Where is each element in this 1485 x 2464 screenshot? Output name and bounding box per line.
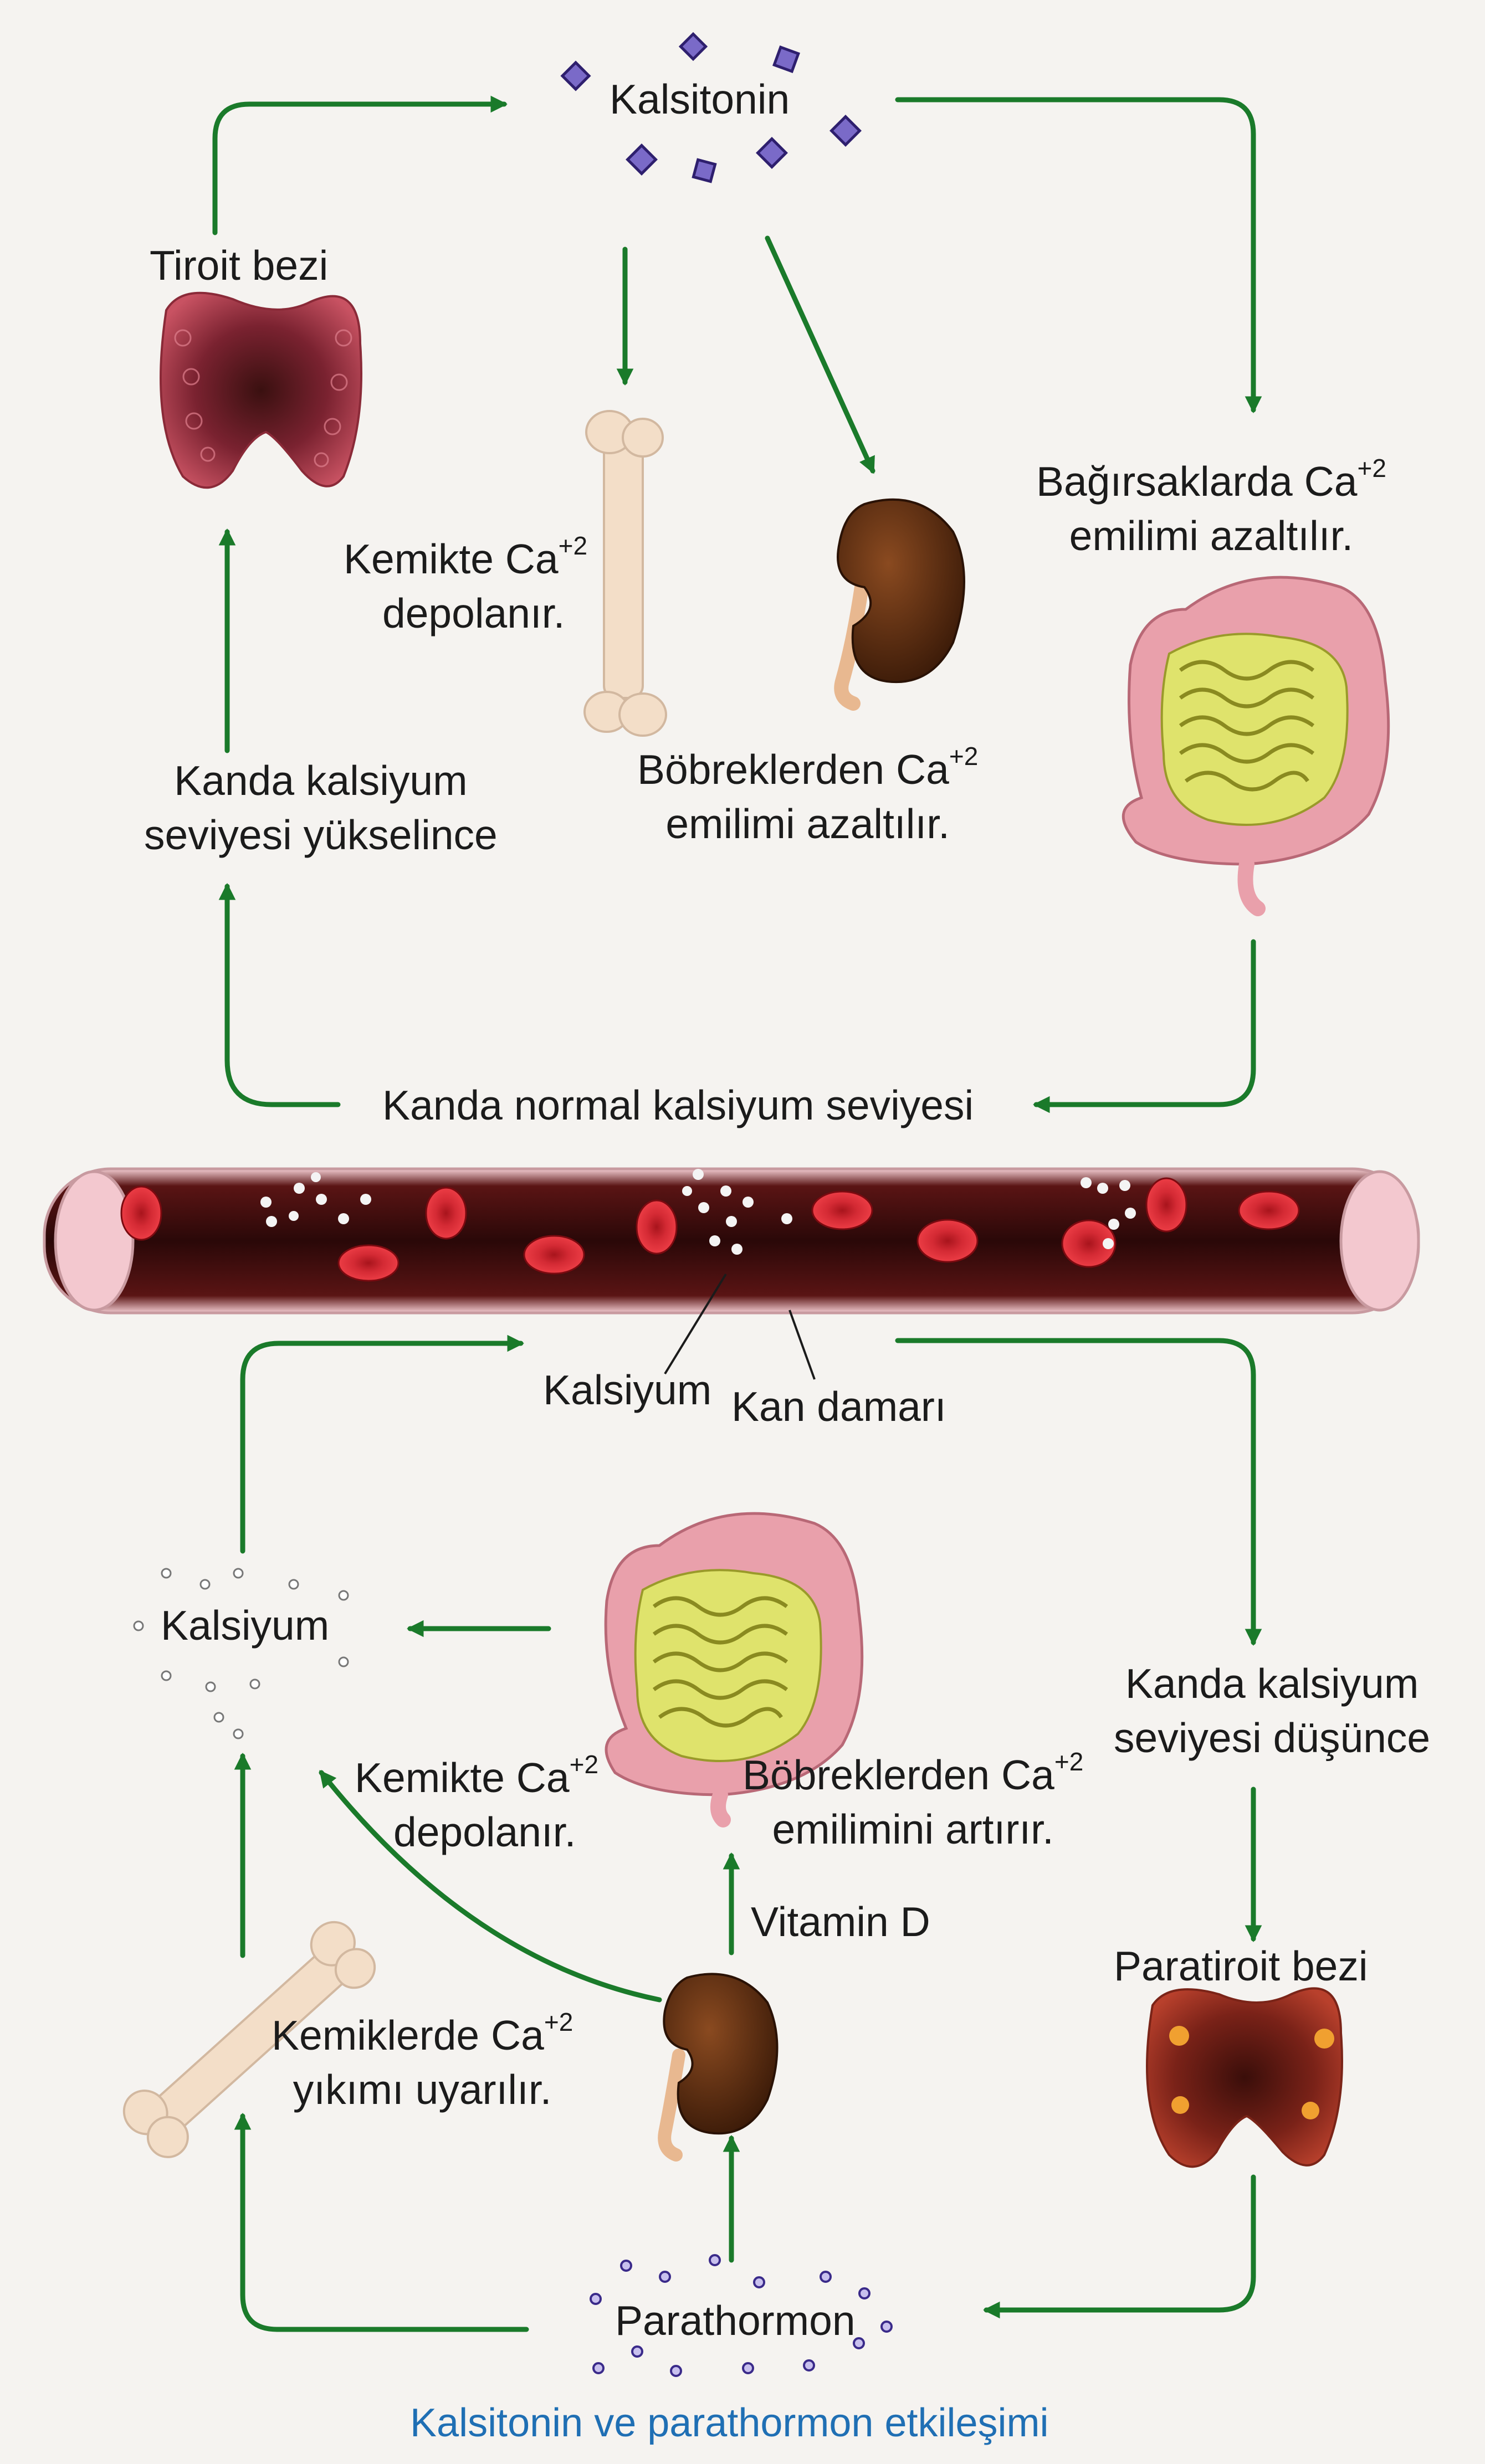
label-thyroid: Tiroit bezi xyxy=(150,242,329,289)
arrow-vessel-to-falling xyxy=(895,1338,1262,1646)
label-calcium-left: Kalsiyum xyxy=(161,1602,330,1649)
calcium-dots xyxy=(133,1568,349,1739)
arrow-intestine-to-normal xyxy=(1032,939,1256,1113)
label-bone-storage-bottom: Kemikte Ca+2 depolanır. xyxy=(355,1750,599,1855)
arrow-calcitonin-to-kidney xyxy=(765,235,875,474)
arrow-parathormone-to-bone xyxy=(234,2112,529,2332)
kidney-icon xyxy=(658,1973,779,2162)
vessel-pointer-line xyxy=(788,1310,816,1380)
label-kidney-bottom: Böbreklerden Ca+2 emilimini artırır. xyxy=(742,1747,1084,1852)
parathyroid-icon xyxy=(1146,1987,1343,2168)
label-kidney-top: Böbreklerden Ca+2 emilimi azaltılır. xyxy=(637,742,979,847)
calcitonin-particle-icon xyxy=(560,32,862,183)
label-bone-breakdown: Kemiklerde Ca+2 yıkımı uyarılır. xyxy=(272,2008,573,2113)
label-parathormone: Parathormon xyxy=(615,2297,856,2344)
label-calcium-rising: Kanda kalsiyum seviyesi yükselince xyxy=(144,757,498,858)
bone-icon xyxy=(122,1921,376,2158)
arrow-kidney-to-calcium xyxy=(319,1770,662,2003)
label-calcium-falling: Kanda kalsiyum seviyesi düşünce xyxy=(1114,1660,1431,1761)
label-parathyroid: Paratiroit bezi xyxy=(1114,1943,1368,1989)
figure-caption: Kalsitonin ve parathormon etkileşimi xyxy=(410,2401,1049,2445)
arrow-thyroid-to-calcitonin xyxy=(212,95,508,235)
intestine-icon xyxy=(604,1512,864,1828)
parathormone-particle-icon xyxy=(590,2254,893,2377)
label-normal-calcium: Kanda normal kalsiyum seviyesi xyxy=(382,1082,974,1128)
thyroid-icon xyxy=(160,291,362,489)
intestine-icon xyxy=(1122,576,1390,916)
bone-icon xyxy=(583,410,667,737)
kidney-icon xyxy=(834,498,965,711)
blood-vessel-icon xyxy=(43,1167,1420,1315)
label-blood-vessel: Kan damarı xyxy=(731,1383,946,1430)
label-bone-storage-top: Kemikte Ca+2 depolanır. xyxy=(344,531,588,636)
label-calcium-vessel: Kalsiyum xyxy=(543,1367,712,1413)
label-vitamin-d: Vitamin D xyxy=(751,1898,930,1945)
label-intestine-top: Bağırsaklarda Ca+2 emilimi azaltılır. xyxy=(1036,454,1386,559)
label-calcitonin: Kalsitonin xyxy=(610,76,790,122)
calcium-pointer-line xyxy=(664,1273,727,1375)
arrow-normal-to-rising xyxy=(218,882,341,1107)
arrow-calcium-to-vessel xyxy=(240,1334,525,1554)
arrow-parathyroid-to-parathormone xyxy=(982,2174,1256,2319)
arrow-calcitonin-to-intestine xyxy=(895,97,1262,414)
